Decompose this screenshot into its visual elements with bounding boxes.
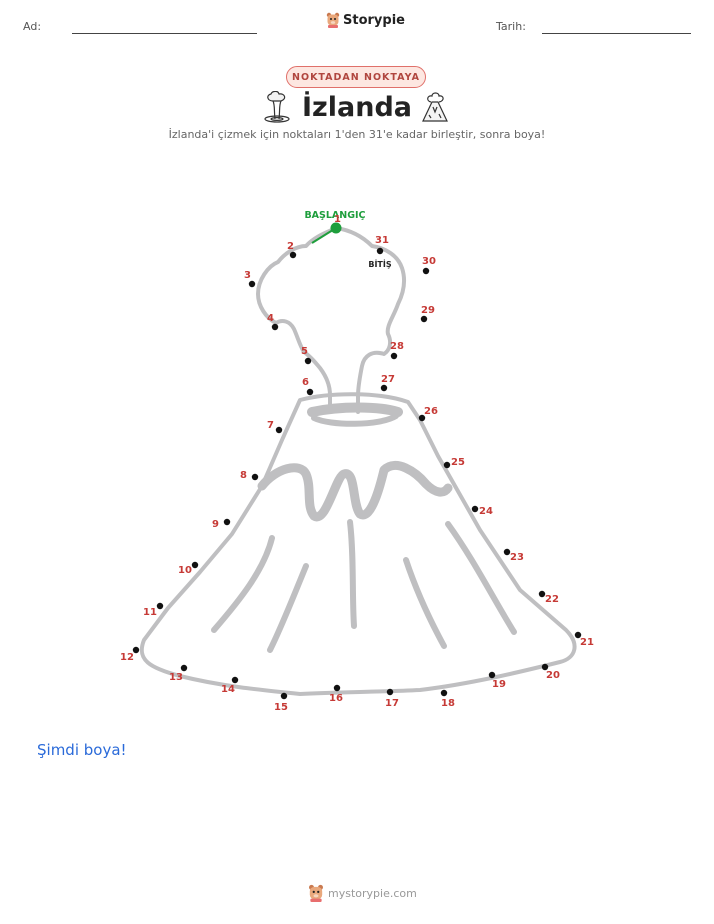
instructions: İzlanda'i çizmek için noktaları 1'den 31… <box>168 128 546 141</box>
dot-number: 20 <box>546 670 560 681</box>
dot-24[interactable] <box>471 505 479 513</box>
start-label: BAŞLANGIÇ <box>304 210 365 221</box>
puzzle-dots <box>132 247 582 700</box>
dot-25[interactable] <box>443 461 451 469</box>
dot-numbers: 1 2 3 4 5 6 7 8 9 10 11 12 13 14 15 16 1… <box>120 214 594 713</box>
dot-number: 1 <box>334 214 341 225</box>
volcano-outline <box>139 226 577 696</box>
dot-number: 23 <box>510 552 524 563</box>
page-title: İzlanda <box>301 92 412 123</box>
dot-18[interactable] <box>440 689 448 697</box>
dot-number: 10 <box>178 565 192 576</box>
dot-17[interactable] <box>386 688 394 696</box>
dot-number: 5 <box>301 346 308 357</box>
footer: mystorypie.com <box>308 884 417 902</box>
storypie-mascot-icon <box>326 12 340 28</box>
dot-7[interactable] <box>275 426 283 434</box>
dot-22[interactable] <box>538 590 546 598</box>
dot-20[interactable] <box>541 663 549 671</box>
date-line[interactable] <box>542 33 691 34</box>
dot-14[interactable] <box>231 676 239 684</box>
geyser-icon <box>264 91 290 123</box>
dot-5[interactable] <box>304 357 312 365</box>
date-label: Tarih: <box>496 20 526 33</box>
dot-15[interactable] <box>280 692 288 700</box>
dot-31[interactable] <box>376 247 384 255</box>
dot-number: 14 <box>221 684 235 695</box>
dot-23[interactable] <box>503 548 511 556</box>
dot-12[interactable] <box>132 646 140 654</box>
dot-number: 11 <box>143 607 157 618</box>
paint-prompt: Şimdi boya! <box>37 741 127 759</box>
dot-2[interactable] <box>289 251 297 259</box>
dot-30[interactable] <box>422 267 430 275</box>
dot-number: 31 <box>375 235 389 246</box>
dot-number: 18 <box>441 698 455 709</box>
storypie-mascot-icon <box>309 884 323 902</box>
dot-19[interactable] <box>488 671 496 679</box>
volcano-icon <box>422 92 448 122</box>
dot-number: 4 <box>267 313 274 324</box>
dot-number: 13 <box>169 672 183 683</box>
dot-number: 17 <box>385 698 399 709</box>
footer-url[interactable]: mystorypie.com <box>328 886 417 900</box>
dot-number: 12 <box>120 652 134 663</box>
dot-number: 25 <box>451 457 465 468</box>
dot-number: 30 <box>422 256 436 267</box>
dot-number: 9 <box>212 519 219 530</box>
dot-21[interactable] <box>574 631 582 639</box>
dot-number: 6 <box>302 377 309 388</box>
dot-8[interactable] <box>251 473 259 481</box>
dot-number: 24 <box>479 506 493 517</box>
dot-number: 7 <box>267 420 274 431</box>
dot-number: 19 <box>492 679 506 690</box>
activity-badge: NOKTADAN NOKTAYA <box>286 66 426 88</box>
dot-3[interactable] <box>248 280 256 288</box>
dot-number: 16 <box>329 693 343 704</box>
dot-number: 27 <box>381 374 395 385</box>
dot-13[interactable] <box>180 664 188 672</box>
dot-29[interactable] <box>420 315 428 323</box>
dot-number: 29 <box>421 305 435 316</box>
dot-number: 15 <box>274 702 288 713</box>
brand-logo: Storypie <box>326 12 405 28</box>
name-label: Ad: <box>23 20 42 33</box>
dot-6[interactable] <box>306 388 314 396</box>
dot-9[interactable] <box>223 518 231 526</box>
dot-number: 22 <box>545 594 559 605</box>
dot-11[interactable] <box>156 602 164 610</box>
dot-number: 28 <box>390 341 404 352</box>
dot-10[interactable] <box>191 561 199 569</box>
dot-26[interactable] <box>418 414 426 422</box>
dot-27[interactable] <box>380 384 388 392</box>
dot-16[interactable] <box>333 684 341 692</box>
dot-28[interactable] <box>390 352 398 360</box>
dot-number: 8 <box>240 470 247 481</box>
brand-name: Storypie <box>343 12 405 28</box>
start-dot[interactable] <box>330 222 342 234</box>
dot-number: 2 <box>287 241 294 252</box>
dot-number: 21 <box>580 637 594 648</box>
finish-label: BİTİŞ <box>368 259 392 269</box>
dot-number: 3 <box>244 270 251 281</box>
dot-number: 26 <box>424 406 438 417</box>
name-line[interactable] <box>72 33 257 34</box>
dot-4[interactable] <box>271 323 279 331</box>
